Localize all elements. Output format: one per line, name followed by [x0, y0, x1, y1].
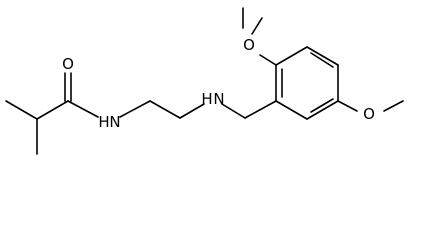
bond-ch2-amine — [179, 103, 205, 119]
amide-hydrogen-label: H — [98, 113, 109, 131]
bond-amine-benzyl — [221, 103, 246, 119]
ring-bond-2-3 — [275, 46, 308, 66]
bond-isopropyl-carbonyl — [36, 100, 69, 120]
methoxy-bottom-oxygen-label: O — [363, 105, 375, 123]
bond-methyl-upper — [5, 100, 38, 120]
carbonyl-oxygen-label: O — [62, 55, 74, 73]
ring-inner-double-3 — [310, 98, 334, 113]
amide-nitrogen-label: N — [109, 113, 120, 131]
bond-nh-ch2 — [119, 100, 151, 118]
bond-carbonyl-nitrogen — [67, 100, 99, 118]
ring-bond-6-1 — [275, 100, 308, 120]
bond-methoxy-bottom-methyl — [383, 100, 404, 112]
bond-ring-methoxy-top — [259, 54, 277, 66]
methoxy-top-oxygen-label: O — [243, 36, 255, 54]
ring-inner-double-2 — [310, 52, 334, 68]
atom-labels: O H N H N O O — [62, 36, 375, 131]
amine-hydrogen-label: H — [201, 90, 212, 108]
bond-methoxy-top-o-to-methyl — [251, 17, 263, 35]
bond-benzyl-ring — [244, 100, 277, 119]
ring-bond-5-6 — [306, 100, 339, 120]
bond-ch2-ch2 — [149, 100, 181, 119]
bond-ring-methoxy-bottom — [337, 100, 358, 112]
bonds — [5, 7, 404, 155]
amine-nitrogen-label: N — [213, 90, 224, 108]
ring-bond-3-4 — [306, 46, 339, 66]
chemical-structure: O H N H N O O — [5, 7, 404, 155]
